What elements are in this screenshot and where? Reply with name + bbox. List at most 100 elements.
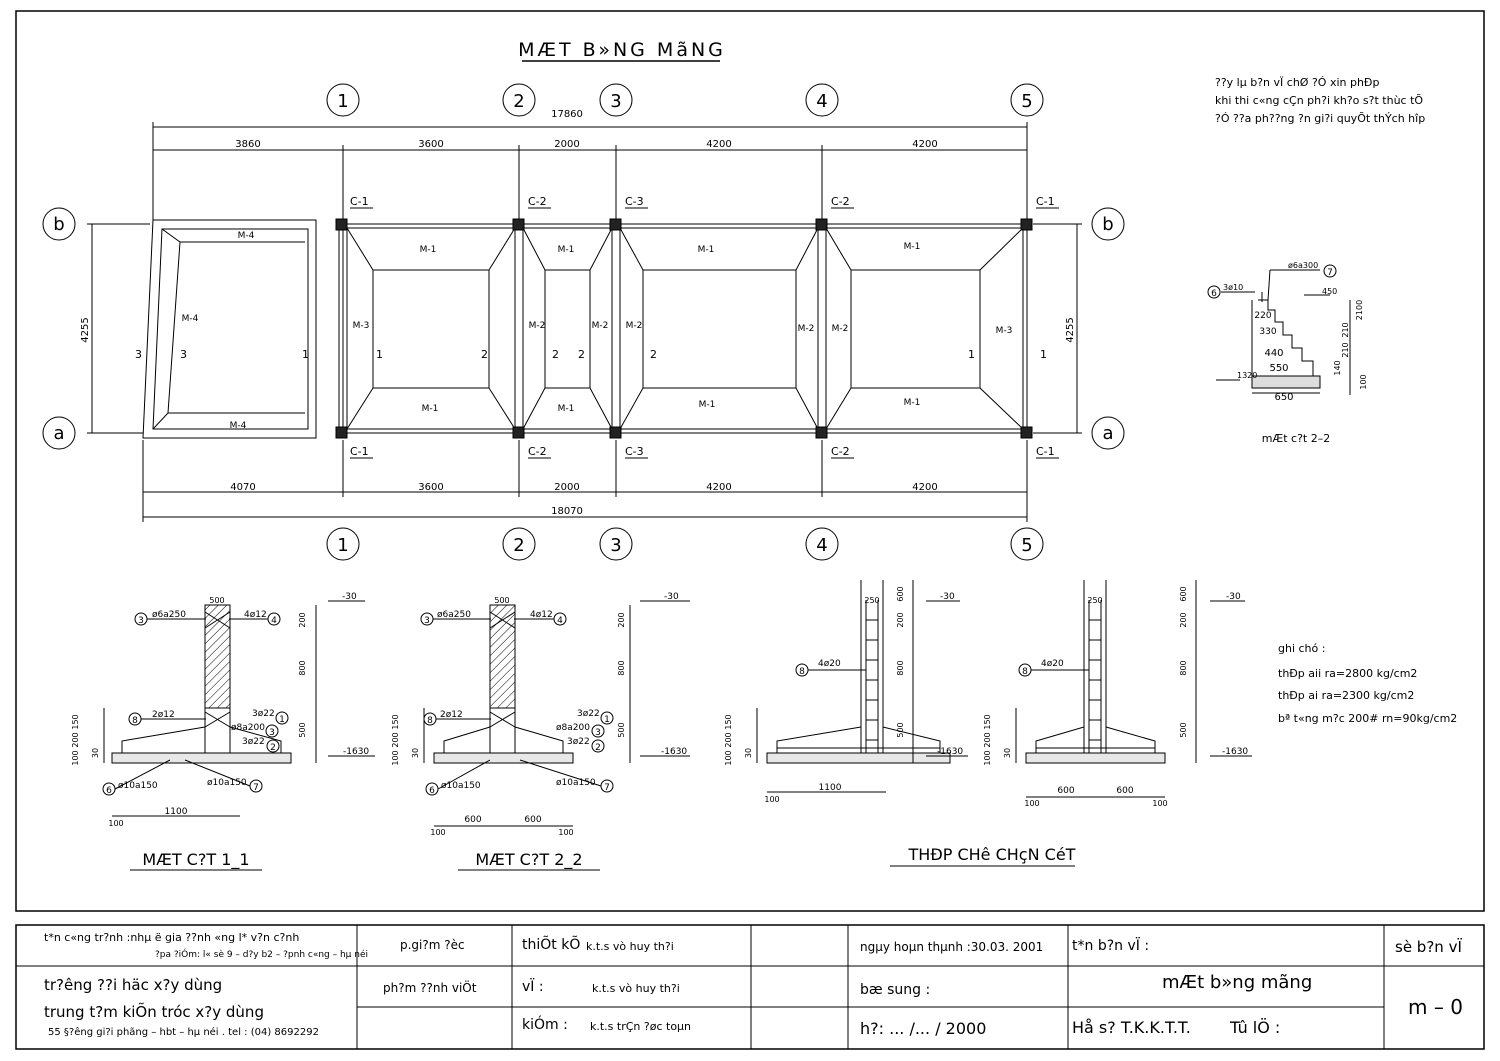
svg-text:M-4: M-4: [182, 314, 199, 324]
svg-text:600: 600: [896, 586, 905, 601]
svg-text:4200: 4200: [706, 139, 731, 150]
svg-text:500: 500: [1179, 722, 1188, 737]
small-section-2-2: ø6a300 7 6 3ø10 220 330 440 550 650 450 …: [1207, 261, 1368, 445]
svg-text:M-2: M-2: [592, 321, 609, 331]
svg-text:150: 150: [724, 714, 733, 729]
revision-date: h?: ... /... / 2000: [860, 1019, 987, 1038]
svg-text:2: 2: [552, 348, 559, 361]
svg-text:4200: 4200: [706, 482, 731, 493]
svg-text:30: 30: [744, 748, 753, 758]
svg-text:2: 2: [578, 348, 585, 361]
svg-text:450: 450: [1322, 287, 1337, 296]
svg-text:M-1: M-1: [558, 245, 575, 255]
svg-text:3: 3: [610, 535, 621, 556]
svg-text:4: 4: [816, 91, 827, 112]
svg-text:C-1: C-1: [1036, 445, 1055, 458]
sheet-border: [15, 10, 1485, 912]
svg-text:2: 2: [595, 743, 601, 753]
svg-text:330: 330: [1259, 327, 1276, 337]
column-anchor-left: 250 8 4ø20 1100 100 600 200 800 500 150 …: [724, 580, 968, 804]
svg-text:3: 3: [135, 348, 142, 361]
svg-text:1: 1: [279, 715, 285, 725]
svg-text:7: 7: [604, 783, 610, 793]
svg-text:ø8a200: ø8a200: [556, 723, 590, 733]
sheet-number: m – 0: [1408, 995, 1463, 1019]
svg-text:1320: 1320: [1237, 371, 1257, 380]
svg-text:100: 100: [391, 750, 400, 765]
svg-text:M-2: M-2: [832, 324, 849, 334]
svg-text:1100: 1100: [819, 783, 842, 793]
section-marks: 3 3 1 1 2 2 2 2 1 1: [135, 348, 1047, 361]
svg-text:3ø22: 3ø22: [567, 737, 590, 747]
svg-text:thÐp aii ra=2800 kg/cm2: thÐp aii ra=2800 kg/cm2: [1278, 667, 1417, 680]
svg-text:4070: 4070: [230, 482, 255, 493]
svg-text:2000: 2000: [554, 139, 579, 150]
svg-text:MÆT C?T 2_2: MÆT C?T 2_2: [475, 850, 582, 870]
svg-text:140: 140: [1333, 360, 1342, 375]
foundation-plan: [142, 218, 1033, 439]
svg-text:C-3: C-3: [625, 445, 644, 458]
svg-text:M-1: M-1: [558, 404, 575, 414]
svg-text:2ø12: 2ø12: [440, 710, 463, 720]
svg-text:3ø22: 3ø22: [252, 709, 275, 719]
svg-text:100: 100: [71, 750, 80, 765]
bottom-dimensions: 4070 3600 2000 4200 4200 18070: [142, 440, 1028, 522]
svg-text:C-1: C-1: [350, 195, 369, 208]
svg-text:4ø20: 4ø20: [1041, 659, 1064, 669]
svg-text:8: 8: [132, 716, 138, 726]
completion-date: ngµy hoµn thµnh :30.03. 2001: [860, 940, 1044, 954]
column-anchor-right: 250 8 4ø20 600 600 100 100 600 200 800 5…: [890, 580, 1252, 867]
svg-text:2: 2: [481, 348, 488, 361]
ratio-label: Tû lÖ :: [1230, 1018, 1281, 1037]
svg-text:200: 200: [983, 732, 992, 747]
top-dimensions: 17860 3860 3600 2000 4200 4200: [152, 109, 1028, 220]
svg-text:M-1: M-1: [698, 245, 715, 255]
svg-text:M-4: M-4: [238, 231, 255, 241]
svg-text:-1630: -1630: [661, 747, 687, 757]
svg-text:ø10a150: ø10a150: [207, 778, 247, 788]
svg-text:M-4: M-4: [230, 421, 247, 431]
note-line-2: khi thi c«ng cÇn ph?i kh?o s?t thùc tÕ: [1215, 94, 1423, 107]
drawer-label: vÏ :: [522, 979, 544, 995]
svg-text:C-2: C-2: [831, 195, 850, 208]
svg-text:440: 440: [1264, 348, 1283, 359]
sheet-label: sè b?n vÏ: [1395, 938, 1462, 956]
svg-text:ghi chó :: ghi chó :: [1278, 642, 1325, 655]
svg-text:7: 7: [253, 783, 259, 793]
svg-text:18070: 18070: [551, 506, 583, 517]
svg-text:3: 3: [424, 616, 430, 626]
svg-text:b: b: [1102, 214, 1113, 235]
svg-text:ø6a250: ø6a250: [437, 610, 471, 620]
svg-text:2000: 2000: [554, 482, 579, 493]
section-1-1: 500 3 ø6a250 4 4ø12 8 2ø12 1 3ø22 3 ø8a2…: [71, 592, 375, 871]
drawer-name: k.t.s vò huy th?i: [592, 982, 680, 995]
svg-text:ø10a150: ø10a150: [118, 781, 158, 791]
svg-text:M-2: M-2: [626, 321, 643, 331]
svg-text:500: 500: [209, 596, 224, 605]
svg-text:ø10a150: ø10a150: [556, 778, 596, 788]
svg-text:-30: -30: [342, 592, 357, 602]
svg-text:800: 800: [896, 660, 905, 675]
svg-text:1: 1: [604, 715, 610, 725]
svg-text:800: 800: [1179, 660, 1188, 675]
svg-text:30: 30: [411, 748, 420, 758]
svg-text:3ø22: 3ø22: [577, 709, 600, 719]
svg-text:4200: 4200: [912, 482, 937, 493]
svg-text:1: 1: [337, 535, 348, 556]
svg-text:650: 650: [1274, 392, 1293, 403]
svg-text:100: 100: [724, 750, 733, 765]
supplement-label: bæ sung :: [860, 982, 931, 998]
svg-text:2: 2: [270, 743, 276, 753]
svg-text:4255: 4255: [1065, 317, 1076, 342]
section-2-2: 500 3 ø6a250 4 4ø12 8 2ø12 1 3ø22 3 ø8a2…: [391, 592, 690, 871]
svg-text:1100: 1100: [165, 807, 188, 817]
svg-text:30: 30: [1003, 748, 1012, 758]
svg-text:600: 600: [524, 815, 541, 825]
svg-text:6: 6: [429, 786, 435, 796]
svg-text:2ø12: 2ø12: [152, 710, 175, 720]
svg-text:M-1: M-1: [904, 242, 921, 252]
designer-label: thiÕt kÕ: [522, 937, 581, 953]
svg-text:100: 100: [1152, 799, 1167, 808]
svg-text:bª t«ng m?c 200# rn=90kg/cm2: bª t«ng m?c 200# rn=90kg/cm2: [1278, 712, 1457, 725]
